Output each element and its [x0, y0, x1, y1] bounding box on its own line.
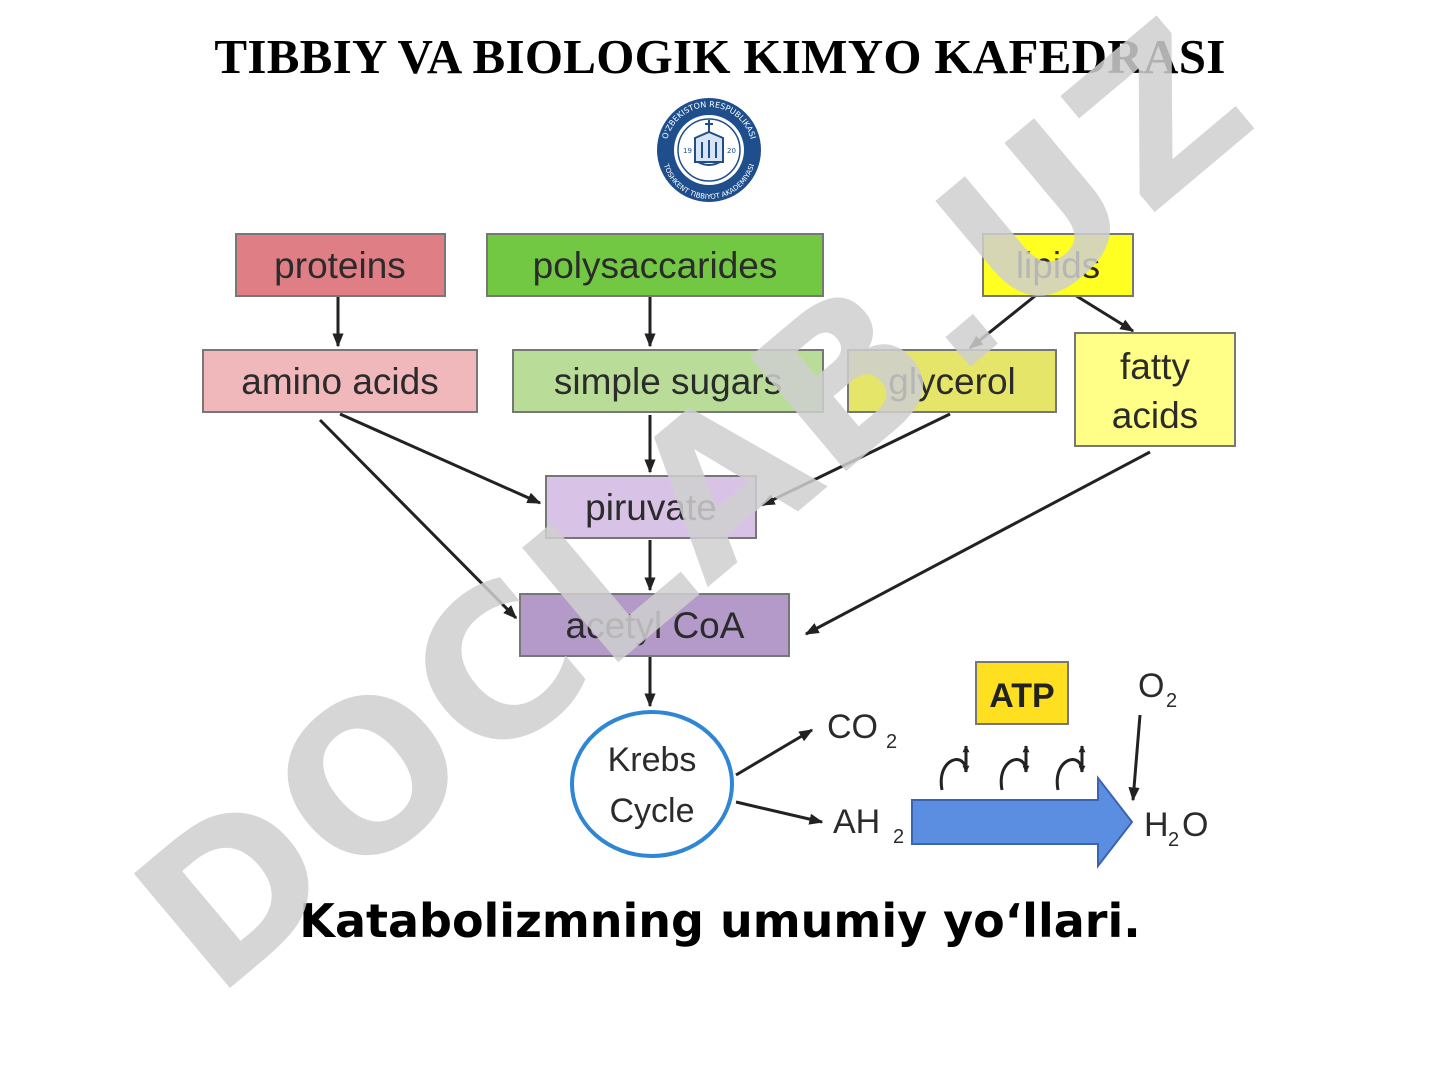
- label-co2-main: CO: [827, 708, 878, 746]
- arrow-glycerol-piruvate: [760, 412, 951, 507]
- box-simple-sugars: simple sugars: [512, 349, 824, 413]
- arrow-krebs-ah2: [735, 800, 824, 825]
- box-acetyl-coa: acetyl CoA: [519, 593, 790, 657]
- electron-transport-arrow: [911, 775, 1134, 869]
- figure-caption: Katabolizmning umumiy yo‘llari.: [299, 894, 1141, 948]
- logo-emblem-icon: [694, 120, 724, 166]
- label-h2o-sub: 2: [1168, 829, 1179, 851]
- box-lipids: lipids: [982, 233, 1134, 297]
- label-co2: CO 2: [827, 708, 897, 753]
- box-polysaccarides: polysaccarides: [486, 233, 824, 297]
- label-ah2-sub: 2: [893, 826, 904, 848]
- label-atp: ATP: [989, 677, 1054, 715]
- label-o2-sub: 2: [1166, 690, 1177, 712]
- label-o2-main: O: [1138, 667, 1164, 705]
- arrow-lipids-fatty: [1069, 290, 1135, 333]
- label-h2o-h: H: [1144, 806, 1169, 844]
- label-fatty-line2: acids: [1112, 395, 1198, 436]
- label-krebs-line2: Cycle: [609, 792, 694, 830]
- box-amino-acids: amino acids: [202, 349, 478, 413]
- label-acetyl-coa: acetyl CoA: [566, 605, 745, 646]
- arrow-amino-acetyl: [318, 418, 518, 620]
- label-simple-sugars: simple sugars: [554, 361, 782, 402]
- label-co2-sub: 2: [886, 731, 897, 753]
- arrow-krebs-co2: [735, 728, 814, 777]
- arrow-o2-h2o: [1128, 714, 1142, 802]
- label-h2o: H 2 O: [1144, 806, 1208, 851]
- box-proteins: proteins: [235, 233, 446, 297]
- label-fatty-line1: fatty: [1120, 346, 1190, 387]
- academy-logo: O'ZBEKISTON RESPUBLIKASI TOSHKENT TIBBIY…: [657, 98, 761, 202]
- box-glycerol: glycerol: [847, 349, 1057, 413]
- label-polysaccarides: polysaccarides: [533, 245, 778, 286]
- label-ah2-main: AH: [833, 803, 880, 841]
- arrow-lipids-glycerol: [968, 290, 1041, 350]
- arrow-amino-piruvate: [339, 412, 542, 505]
- label-krebs-line1: Krebs: [608, 741, 697, 779]
- label-glycerol: glycerol: [888, 361, 1016, 402]
- label-ah2: AH 2: [833, 803, 904, 848]
- page-title: TIBBIY VA BIOLOGIK KIMYO KAFEDRASI: [214, 29, 1226, 84]
- logo-year-left: 19: [683, 147, 692, 155]
- krebs-cycle: Krebs Cycle: [570, 710, 734, 858]
- label-proteins: proteins: [274, 245, 406, 286]
- box-fatty-acids: fatty acids: [1074, 332, 1236, 447]
- label-h2o-o: O: [1182, 806, 1208, 844]
- pathway-arrows: [318, 290, 1151, 825]
- label-amino-acids: amino acids: [241, 361, 438, 402]
- atp-curl-arrows: [939, 745, 1086, 791]
- logo-year-right: 20: [727, 147, 736, 155]
- label-lipids: lipids: [1016, 245, 1100, 286]
- arrow-fatty-acetyl: [804, 450, 1151, 636]
- label-o2: O 2: [1138, 667, 1177, 712]
- box-atp: ATP: [975, 661, 1069, 725]
- box-piruvate: piruvate: [545, 475, 757, 539]
- label-piruvate: piruvate: [585, 487, 717, 528]
